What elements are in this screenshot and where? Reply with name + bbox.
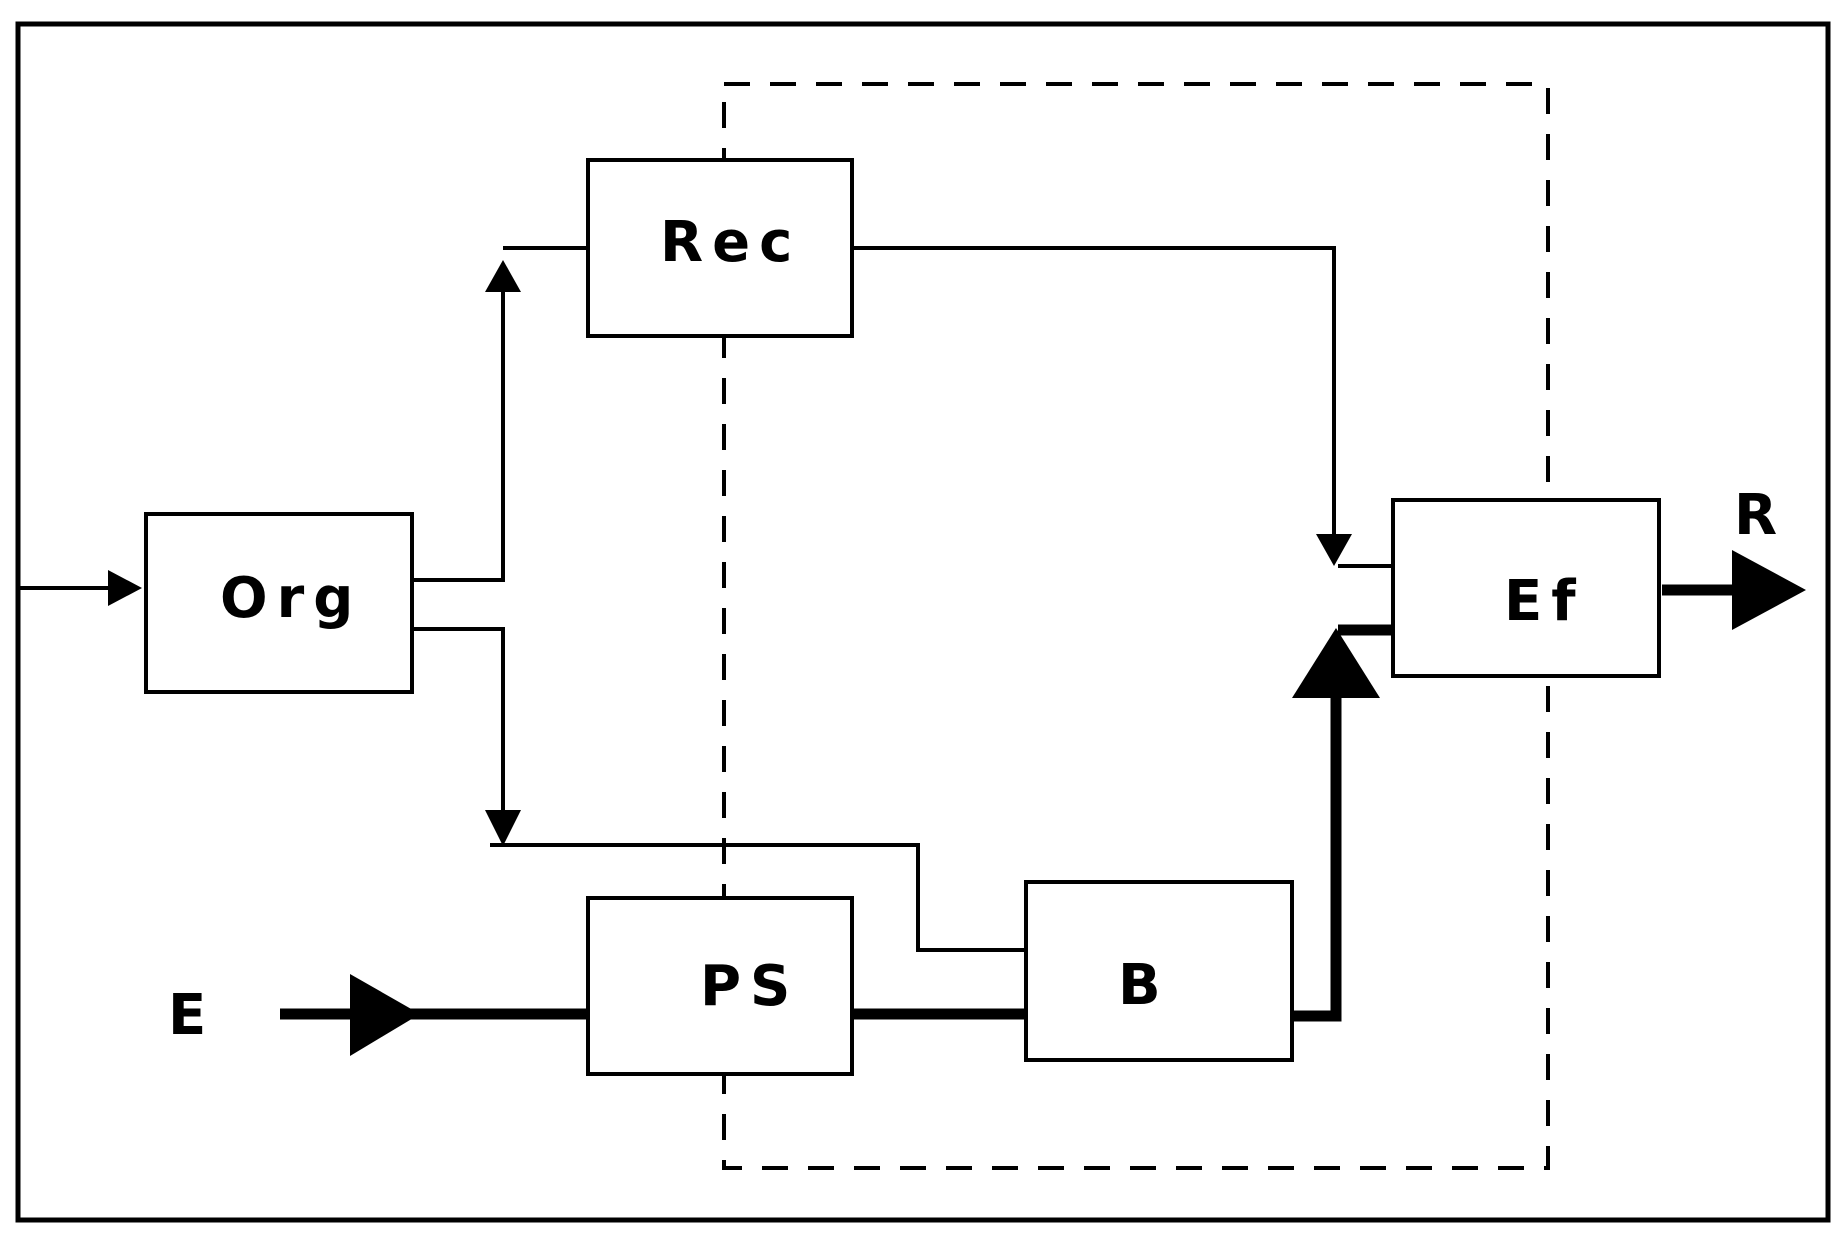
block-rec xyxy=(586,158,854,338)
dashed-boundary xyxy=(722,82,1550,1170)
wire-org-to-lower-branch xyxy=(412,627,505,810)
wire-b-to-ef xyxy=(1292,690,1342,1022)
label-ef: Ef xyxy=(1504,569,1585,634)
block-ef xyxy=(1391,498,1661,678)
wire-lower-branch-to-b xyxy=(490,843,1026,952)
arrowhead-input-e xyxy=(350,974,420,1056)
label-org: Org xyxy=(220,566,362,631)
arrowhead-into-ef-lower xyxy=(1292,628,1380,698)
label-rec: Rec xyxy=(660,210,801,275)
wire-rec-to-ef xyxy=(852,246,1336,534)
block-b xyxy=(1024,880,1294,1062)
label-input-e: E xyxy=(168,983,215,1048)
arrowhead-into-ef-upper xyxy=(1316,534,1352,566)
arrowhead-output-r xyxy=(1732,550,1806,630)
block-ps xyxy=(586,896,854,1076)
arrowhead-down-lower-branch xyxy=(485,810,521,846)
outer-frame xyxy=(15,21,1831,1223)
block-org xyxy=(144,512,414,694)
arrowhead-into-org xyxy=(108,570,142,606)
arrowhead-up-to-rec xyxy=(485,260,521,292)
label-output-r: R xyxy=(1734,483,1786,548)
label-b: B xyxy=(1118,953,1170,1018)
label-ps: PS xyxy=(700,954,799,1019)
wire-org-to-rec xyxy=(412,284,505,582)
